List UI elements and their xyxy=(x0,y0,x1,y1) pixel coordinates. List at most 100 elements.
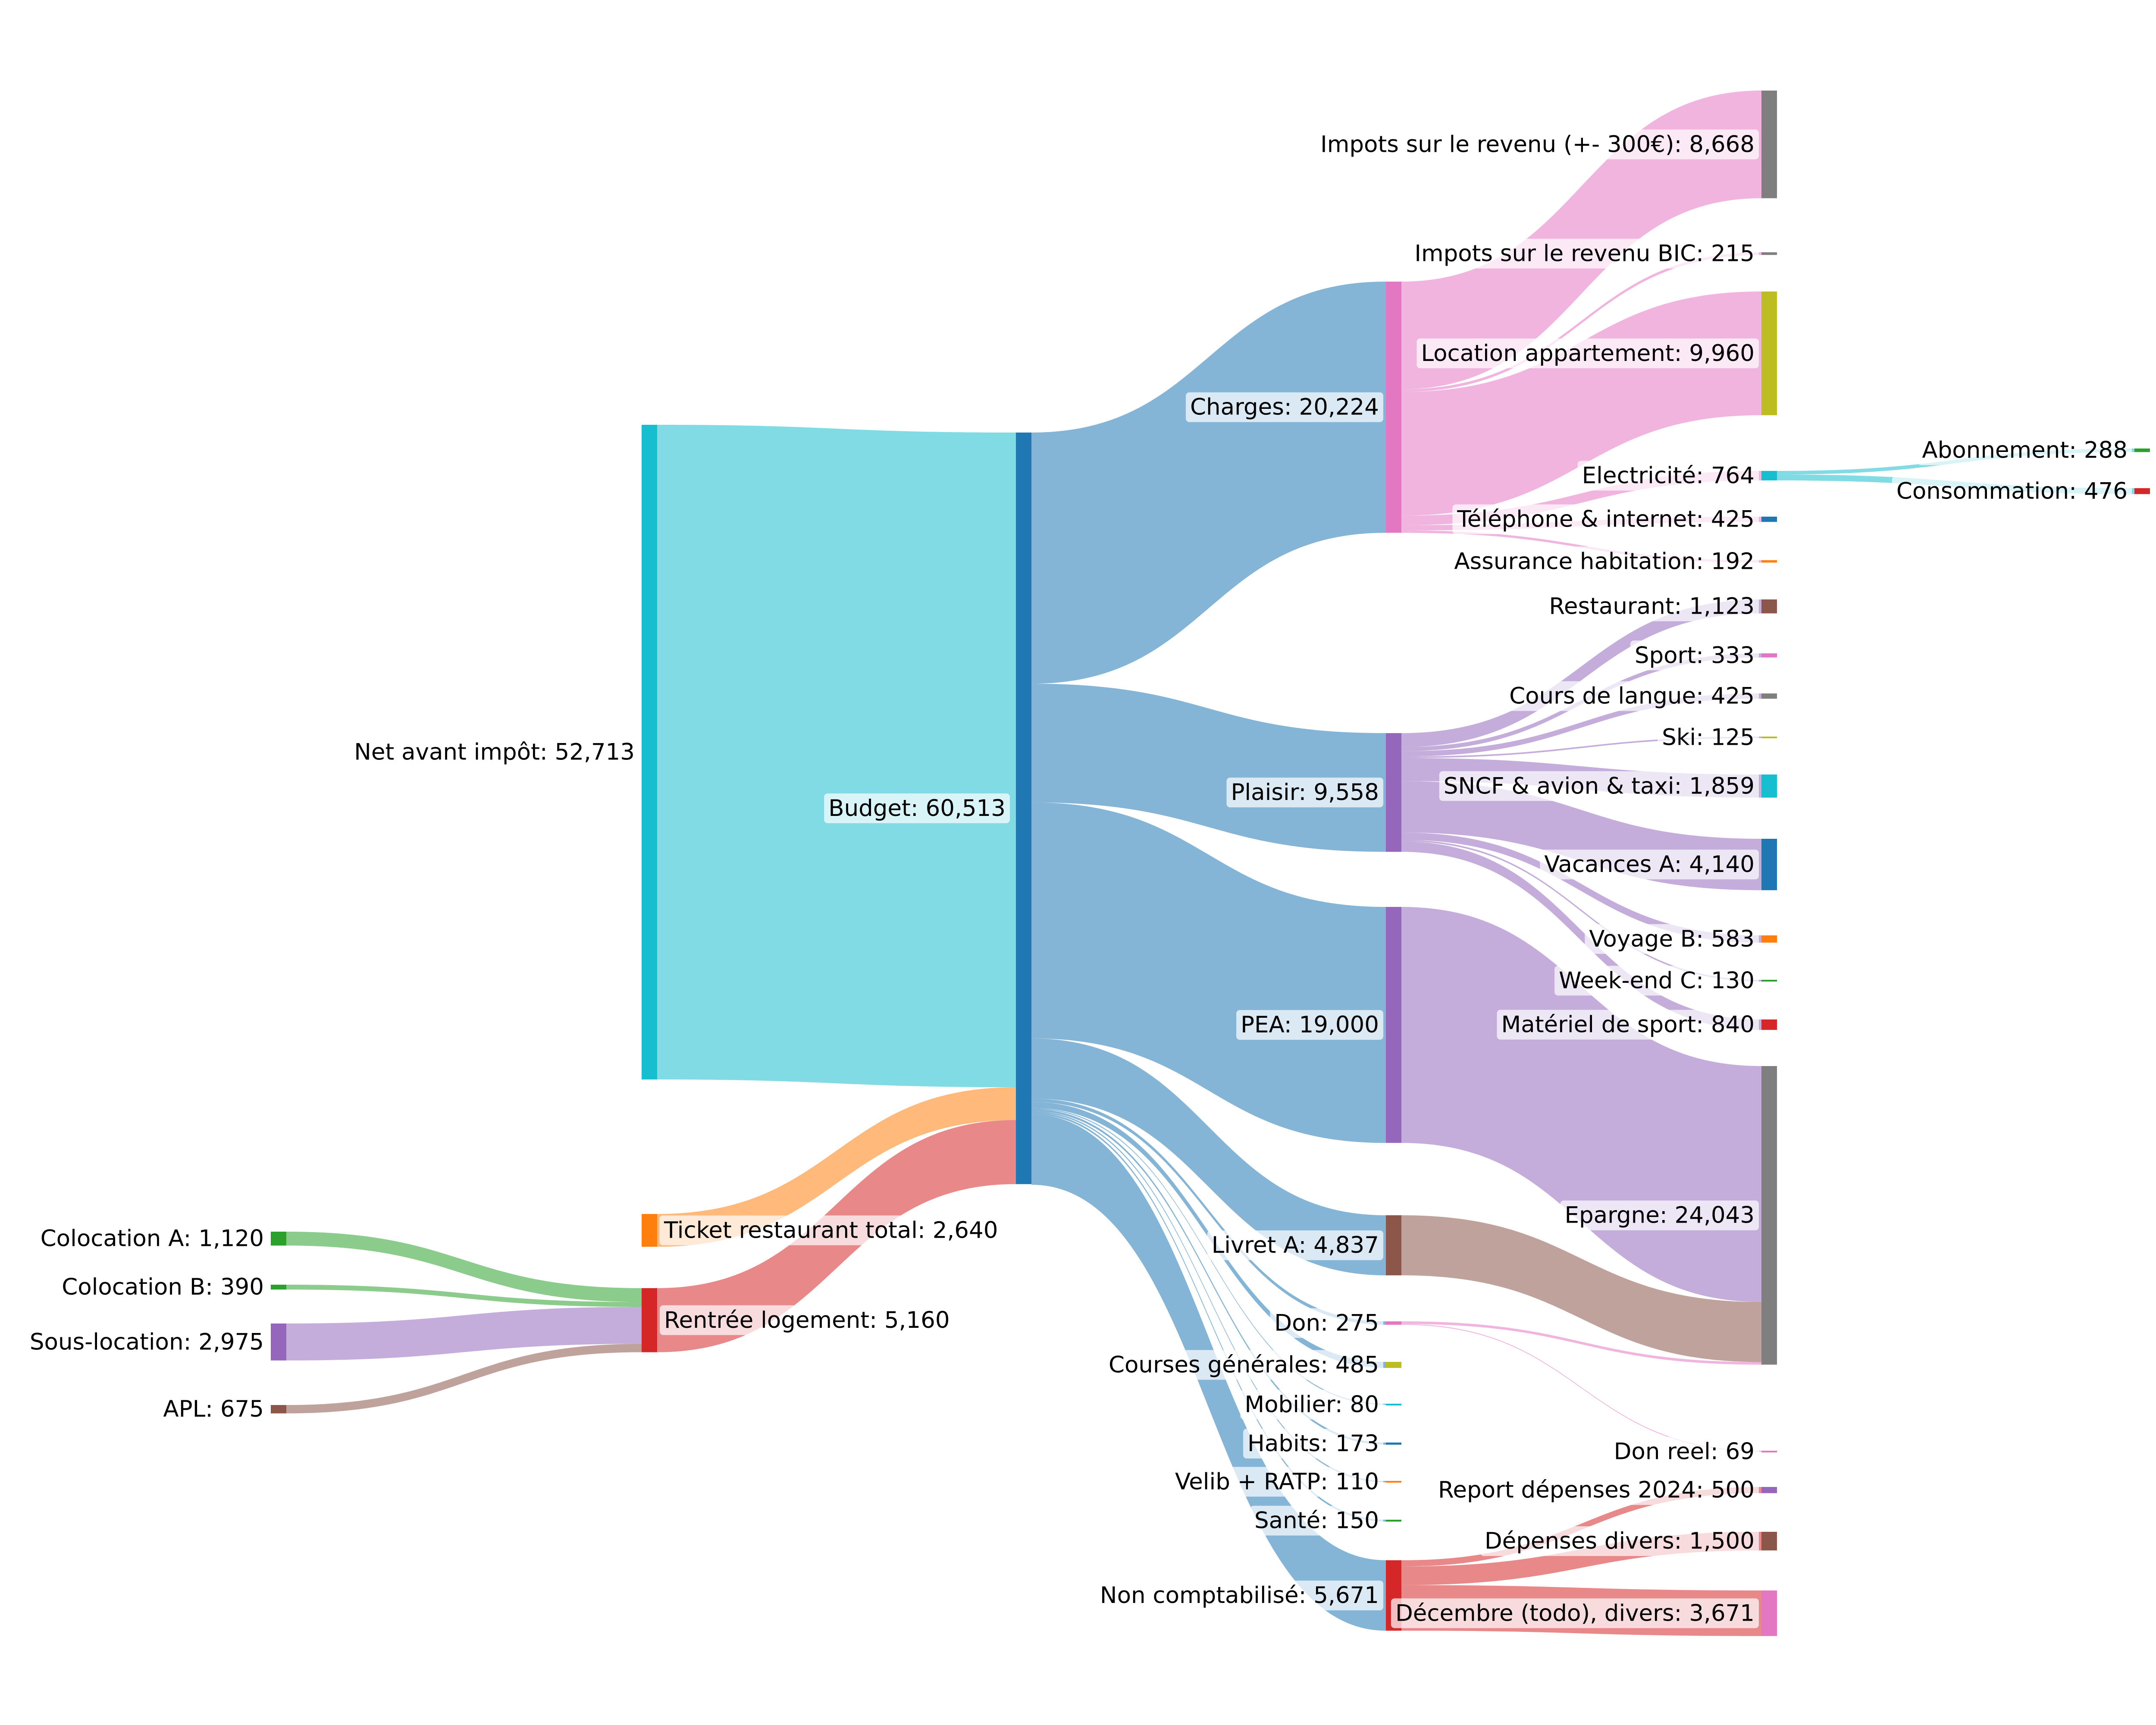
node-label-group-voyageB: Voyage B: 583 xyxy=(1585,924,1759,954)
node-langue xyxy=(1761,693,1777,699)
node-label-assurance: Assurance habitation: 192 xyxy=(1454,548,1755,574)
node-label-apl: APL: 675 xyxy=(163,1396,264,1422)
node-label-group-sport: Sport: 333 xyxy=(1630,640,1759,671)
node-net xyxy=(642,425,657,1080)
node-report xyxy=(1761,1487,1777,1493)
node-label-group-don: Don: 275 xyxy=(1270,1308,1383,1338)
link-livretA-epargne xyxy=(1401,1215,1761,1362)
node-label-bg-telephone xyxy=(1452,504,1759,534)
link-budget-don xyxy=(1031,1098,1386,1325)
node-label-courses: Courses générales: 485 xyxy=(1109,1352,1379,1378)
nodes-layer xyxy=(271,91,2150,1636)
link-colocB-rentree xyxy=(286,1285,642,1307)
node-label-group-weekendC: Week-end C: 130 xyxy=(1554,966,1759,996)
link-plaisir-materiel xyxy=(1401,841,1761,1030)
node-label-restaurant: Restaurant: 1,123 xyxy=(1549,593,1755,620)
node-label-bg-location xyxy=(1416,338,1759,368)
node-label-net: Net avant impôt: 52,713 xyxy=(354,739,635,765)
node-label-bg-assurance xyxy=(1450,546,1759,577)
node-weekendC xyxy=(1761,980,1777,982)
node-consommation xyxy=(2134,488,2150,494)
node-materiel xyxy=(1761,1019,1777,1030)
node-label-group-rentree: Rentrée logement: 5,160 xyxy=(660,1305,954,1335)
link-apl-rentree xyxy=(286,1344,642,1414)
node-label-abonnement: Abonnement: 288 xyxy=(1922,437,2128,464)
node-ticket xyxy=(642,1214,657,1247)
node-budget xyxy=(1016,433,1031,1184)
node-label-impotsBIC: Impots sur le revenu BIC: 215 xyxy=(1414,241,1755,267)
link-plaisir-voyageB xyxy=(1401,832,1761,943)
node-label-group-plaisir: Plaisir: 9,558 xyxy=(1226,778,1383,808)
node-label-noncompta: Non comptabilisé: 5,671 xyxy=(1100,1582,1379,1609)
link-charges-assurance xyxy=(1401,530,1761,563)
link-budget-sante xyxy=(1031,1112,1386,1522)
node-label-bg-impots xyxy=(1316,129,1759,160)
node-label-bg-decembre xyxy=(1391,1598,1759,1628)
node-decembre xyxy=(1761,1590,1777,1636)
node-label-bg-abonnement xyxy=(1918,435,2132,465)
node-label-bg-mobilier xyxy=(1240,1389,1383,1420)
node-label-mobilier: Mobilier: 80 xyxy=(1244,1392,1379,1418)
node-label-impots: Impots sur le revenu (+- 300€): 8,668 xyxy=(1320,131,1755,157)
node-sncf xyxy=(1761,775,1777,798)
node-label-group-restaurant: Restaurant: 1,123 xyxy=(1545,591,1759,621)
node-sport xyxy=(1761,653,1777,658)
node-don xyxy=(1386,1321,1401,1325)
node-label-colocA: Colocation A: 1,120 xyxy=(41,1226,264,1252)
node-label-weekendC: Week-end C: 130 xyxy=(1559,968,1755,994)
node-label-budget: Budget: 60,513 xyxy=(828,795,1006,822)
node-label-bg-plaisir xyxy=(1226,778,1383,808)
node-abonnement xyxy=(2134,448,2150,452)
node-label-group-epargne: Epargne: 24,043 xyxy=(1560,1200,1759,1230)
node-label-group-langue: Cours de langue: 425 xyxy=(1505,681,1759,711)
node-label-bg-vacancesA xyxy=(1540,850,1759,880)
node-label-group-ticket: Ticket restaurant total: 2,640 xyxy=(659,1215,1003,1245)
node-rentree xyxy=(642,1288,657,1352)
node-location xyxy=(1761,292,1777,415)
link-ticket-budget xyxy=(657,1087,1016,1247)
node-label-rentree: Rentrée logement: 5,160 xyxy=(664,1307,950,1333)
link-net-budget xyxy=(657,425,1016,1088)
link-budget-pea xyxy=(1031,802,1386,1143)
node-label-depdivers: Dépenses divers: 1,500 xyxy=(1485,1528,1755,1554)
node-label-bg-weekendC xyxy=(1554,966,1759,996)
node-label-bg-depdivers xyxy=(1480,1526,1759,1556)
node-impots xyxy=(1761,91,1777,198)
node-telephone xyxy=(1761,517,1777,522)
node-label-vacancesA: Vacances A: 4,140 xyxy=(1544,851,1755,878)
node-label-pea: PEA: 19,000 xyxy=(1241,1012,1379,1038)
node-sante xyxy=(1386,1520,1401,1522)
node-label-group-apl: APL: 675 xyxy=(159,1394,268,1424)
node-label-group-materiel: Matériel de sport: 840 xyxy=(1497,1010,1759,1040)
node-label-materiel: Matériel de sport: 840 xyxy=(1501,1012,1755,1038)
node-label-charges: Charges: 20,224 xyxy=(1190,394,1379,420)
node-label-group-livretA: Livret A: 4,837 xyxy=(1207,1230,1383,1261)
node-restaurant xyxy=(1761,599,1777,614)
node-label-donreel: Don reel: 69 xyxy=(1614,1439,1755,1465)
link-budget-habits xyxy=(1031,1109,1386,1445)
node-label-langue: Cours de langue: 425 xyxy=(1509,683,1755,709)
node-label-bg-noncompta xyxy=(1095,1581,1383,1611)
node-label-group-colocB: Colocation B: 390 xyxy=(57,1272,268,1302)
node-label-bg-materiel xyxy=(1497,1010,1759,1040)
link-plaisir-restaurant xyxy=(1401,599,1761,747)
node-label-bg-sncf xyxy=(1439,771,1759,801)
node-label-group-pea: PEA: 19,000 xyxy=(1236,1010,1383,1040)
node-label-voyageB: Voyage B: 583 xyxy=(1589,926,1755,952)
node-souslocation xyxy=(271,1324,286,1361)
node-apl xyxy=(271,1405,286,1414)
node-label-bg-souslocation xyxy=(25,1327,268,1357)
link-budget-livretA xyxy=(1031,1038,1386,1276)
node-label-group-velib: Velib + RATP: 110 xyxy=(1171,1467,1383,1497)
node-label-group-depdivers: Dépenses divers: 1,500 xyxy=(1480,1526,1759,1556)
node-label-group-consommation: Consommation: 476 xyxy=(1892,476,2132,506)
link-budget-plaisir xyxy=(1031,684,1386,852)
link-plaisir-langue xyxy=(1401,693,1761,757)
node-label-group-net: Net avant impôt: 52,713 xyxy=(350,737,639,767)
node-label-velib: Velib + RATP: 110 xyxy=(1175,1469,1379,1495)
node-vacancesA xyxy=(1761,839,1777,891)
link-don-epargne xyxy=(1401,1321,1761,1365)
node-label-group-habits: Habits: 173 xyxy=(1243,1428,1383,1458)
node-label-bg-charges xyxy=(1186,392,1383,422)
